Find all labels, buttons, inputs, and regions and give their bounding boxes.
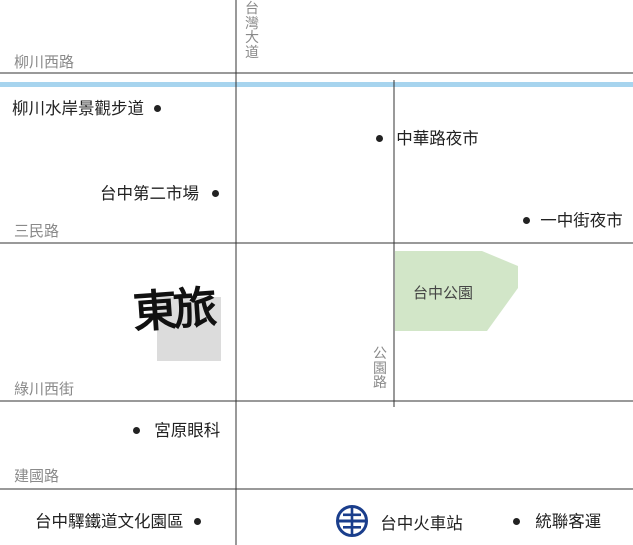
poi-yizhong-market[interactable]: 一中街夜市 [523, 211, 623, 231]
road-label-sanmin: 三民路 [14, 222, 60, 240]
bullet-dot-icon [193, 518, 201, 525]
poi-liuchuan-walk[interactable]: 柳川水岸景觀步道 [12, 99, 162, 119]
bullet-dot-icon [513, 518, 520, 525]
hotel-logo-text: 東旅 [131, 282, 215, 339]
poi-train-station[interactable]: 台中火車站 [335, 505, 463, 542]
taiwan-railway-logo-icon [335, 505, 369, 542]
road-label-gongyuan: 公園路 [373, 346, 387, 391]
poi-label: 一中街夜市 [540, 211, 623, 230]
poi-label: 中華路夜市 [396, 129, 479, 148]
road-label-luchuan-west: 綠川西街 [14, 380, 75, 398]
bullet-dot-icon [154, 105, 162, 112]
poi-ubus[interactable]: 統聯客運 [513, 512, 601, 532]
poi-label: 台中第二市場 [100, 184, 199, 203]
poi-railway-park[interactable]: 台中驛鐵道文化園區 [35, 512, 201, 532]
road-label-jianguo: 建國路 [14, 467, 60, 485]
bullet-dot-icon [212, 190, 220, 197]
poi-label: 柳川水岸景觀步道 [12, 99, 144, 118]
hotel-logo-background [157, 297, 221, 361]
bullet-dot-icon [523, 217, 530, 224]
road-label-taiwan-blvd: 台灣大道 [245, 1, 259, 61]
park-label: 台中公園 [413, 284, 474, 302]
road-label-liuchuan-west: 柳川西路 [14, 53, 75, 71]
poi-label: 台中驛鐵道文化園區 [35, 512, 184, 531]
poi-label: 統聯客運 [535, 512, 602, 531]
poi-zhonghua-market[interactable]: 中華路夜市 [376, 129, 479, 149]
poi-gongyuan-eye[interactable]: 宮原眼科 [133, 421, 220, 441]
bullet-dot-icon [376, 135, 383, 142]
poi-second-market[interactable]: 台中第二市場 [100, 184, 220, 204]
bullet-dot-icon [133, 427, 140, 434]
hotel-logo[interactable]: 東旅 [131, 282, 215, 339]
poi-label: 宮原眼科 [154, 421, 221, 440]
poi-label: 台中火車站 [380, 513, 463, 533]
river-line [0, 82, 633, 87]
park-area [395, 251, 518, 331]
